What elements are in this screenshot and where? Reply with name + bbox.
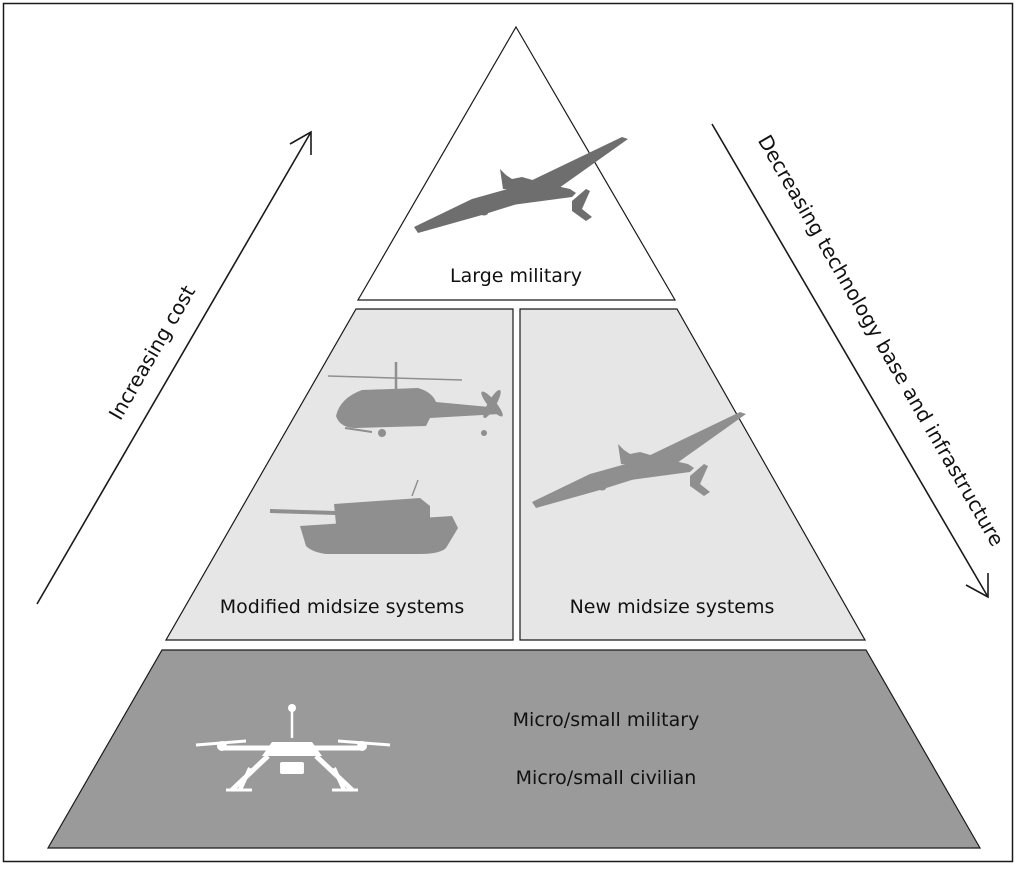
tier-label-micro-small-civilian: Micro/small civilian (516, 767, 697, 789)
decreasing-technology-arrow (711, 123, 989, 599)
tier-label-micro-small-military: Micro/small military (513, 709, 700, 731)
tier-label-large-military: Large military (450, 265, 582, 287)
tank-icon (269, 479, 458, 554)
increasing-cost-arrow (36, 130, 312, 605)
bottom-tier (46, 649, 982, 849)
helicopter-icon (327, 362, 503, 437)
quadcopter-icon (195, 704, 391, 792)
top-tier (356, 25, 677, 301)
tier-label-new-midsize: New midsize systems (570, 596, 775, 618)
tier-label-modified-midsize: Modified midsize systems (220, 596, 464, 618)
